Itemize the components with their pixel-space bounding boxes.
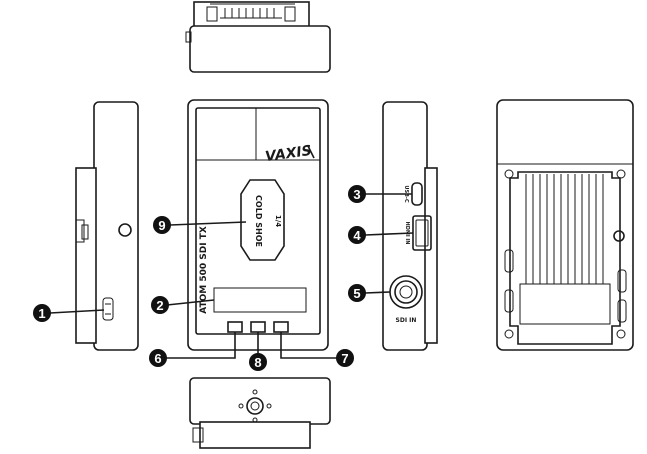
- callout-5: 5: [348, 284, 366, 302]
- svg-text:6: 6: [154, 351, 161, 366]
- svg-text:5: 5: [353, 286, 360, 301]
- svg-text:4: 4: [353, 228, 361, 243]
- svg-text:3: 3: [353, 187, 360, 202]
- callout-8: 8: [249, 353, 267, 371]
- callout-1: 1: [33, 304, 51, 322]
- bottom-view: [189, 377, 331, 449]
- callout-9: 9: [153, 216, 171, 234]
- callout-4: 4: [348, 226, 366, 244]
- callout-2: 2: [151, 296, 169, 314]
- svg-text:9: 9: [158, 218, 165, 233]
- back-view: [496, 99, 634, 351]
- callout-leaders: [49, 193, 414, 359]
- model-label: ATOM 500 SDI TX: [199, 226, 209, 314]
- callout-7: 7: [336, 349, 354, 367]
- callout-3: 3: [348, 185, 366, 203]
- svg-text:2: 2: [156, 298, 163, 313]
- svg-text:7: 7: [341, 351, 348, 366]
- top-view: [185, 1, 331, 73]
- right-side-view: [382, 101, 438, 351]
- svg-text:1: 1: [38, 306, 45, 321]
- cold-shoe-label: COLD SHOE: [254, 195, 263, 247]
- thread-label: 1/4: [274, 215, 282, 227]
- left-side-view: [75, 101, 139, 351]
- sdi-port-label: SDI IN: [396, 317, 417, 324]
- callout-6: 6: [149, 349, 167, 367]
- svg-text:8: 8: [254, 355, 261, 370]
- brand-logo: VAXIS: [264, 143, 313, 165]
